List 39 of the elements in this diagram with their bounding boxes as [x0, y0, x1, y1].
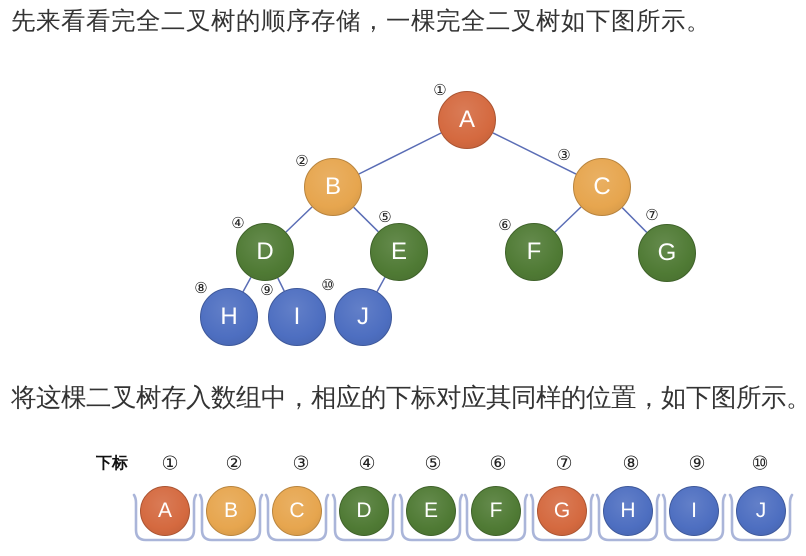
- index-number: ⑩: [751, 454, 769, 474]
- paragraph-text: 先来看看完全二叉树的顺序存储，一棵完全二叉树如下图所示。: [11, 6, 711, 36]
- connector-line: [622, 207, 648, 233]
- array-element: J: [736, 486, 786, 536]
- index-number: ③: [557, 146, 571, 164]
- connector-line: [554, 206, 582, 233]
- index-number: ②: [225, 454, 243, 474]
- array-element: G: [537, 486, 587, 536]
- index-number: ⑤: [378, 208, 392, 226]
- connector-line: [358, 132, 442, 175]
- index-number: ⑧: [622, 454, 640, 474]
- connector-line: [242, 277, 252, 292]
- index-number: ⑨: [688, 454, 706, 474]
- index-number: ⑤: [424, 454, 442, 474]
- index-number: ①: [161, 454, 179, 474]
- index-number: ③: [292, 454, 310, 474]
- array-element: B: [206, 486, 256, 536]
- index-number: ④: [358, 454, 376, 474]
- array-element: F: [471, 486, 521, 536]
- connector-line: [353, 206, 379, 232]
- index-number: ⑦: [645, 206, 659, 224]
- index-label: 下标: [96, 453, 128, 472]
- array-element: D: [339, 486, 389, 536]
- array-element: E: [406, 486, 456, 536]
- array-element: C: [272, 486, 322, 536]
- array-element: A: [140, 486, 190, 536]
- connector-line: [492, 132, 576, 175]
- array-element: I: [669, 486, 719, 536]
- connector-line: [376, 277, 386, 292]
- array-element: H: [603, 486, 653, 536]
- connector-line: [285, 206, 313, 233]
- tree-node: C: [573, 158, 631, 216]
- paragraph-text: 将这棵二叉树存入数组中，相应的下标对应其同样的位置，如下图所示。: [11, 383, 806, 414]
- tree-node: J: [334, 288, 392, 346]
- connector-line: [277, 278, 285, 292]
- index-number: ⑦: [555, 454, 573, 474]
- index-number: ⑥: [489, 454, 507, 474]
- tree-node: G: [638, 224, 696, 282]
- tree-node: E: [370, 223, 428, 281]
